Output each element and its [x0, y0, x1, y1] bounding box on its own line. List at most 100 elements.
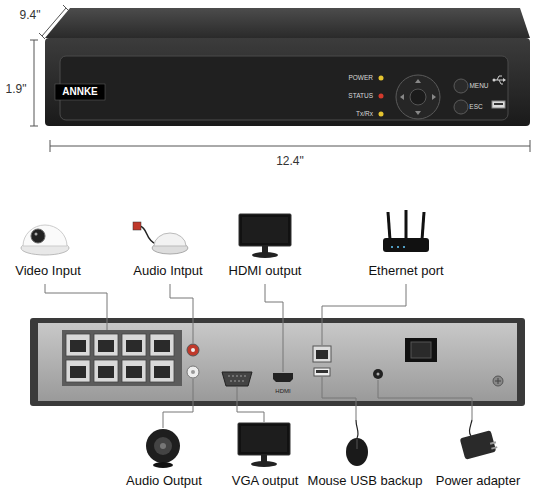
- dimension-line: [50, 146, 530, 147]
- recorder-front: [396, 75, 440, 119]
- dimension-line: [30, 40, 38, 41]
- microphone-icon: [154, 233, 186, 246]
- recorder-rear: [232, 375, 234, 377]
- dimension-line: [30, 5, 530, 152]
- recorder-front: [492, 101, 505, 108]
- recorder-rear: [316, 370, 328, 373]
- port-label: Mouse USB backup: [308, 473, 423, 488]
- router-icon: [391, 246, 393, 248]
- leader-line: [265, 284, 283, 372]
- leader-line: [170, 284, 193, 343]
- router-icon: [383, 210, 429, 252]
- dimension-line: [30, 126, 38, 127]
- recorder-rear: [191, 370, 195, 374]
- recorder-rear: [313, 346, 331, 362]
- recorder-front: [493, 79, 496, 82]
- dimension-label: 9.4": [20, 9, 41, 23]
- leader-line: [378, 380, 472, 420]
- recorder-front: [379, 76, 384, 81]
- recorder-rear: [94, 360, 118, 382]
- port-label: Power adapter: [436, 473, 521, 488]
- led-label: Tx/Rx: [356, 110, 373, 117]
- monitor-icon: [261, 455, 267, 462]
- recorder-rear: [122, 360, 146, 382]
- monitor-icon: [238, 423, 290, 455]
- dimension-label: 12.4": [276, 155, 304, 169]
- recorder-rear: [187, 366, 199, 378]
- recorder-front: [410, 89, 426, 105]
- recorder-front: [45, 8, 530, 126]
- recorder-front: [497, 76, 502, 80]
- dome-camera-icon: [21, 225, 69, 255]
- recorder-front: [415, 111, 421, 115]
- recorder-rear: [66, 360, 90, 382]
- recorder-front: [45, 8, 530, 38]
- dimension-line: [63, 5, 69, 11]
- recorder-rear: [236, 375, 238, 377]
- recorder-rear: [126, 340, 142, 352]
- button-label: MENU: [469, 82, 488, 89]
- microphone-icon: [133, 222, 141, 230]
- speaker-icon: [153, 462, 173, 468]
- leader-line: [163, 379, 193, 428]
- recorder-rear: [244, 375, 246, 377]
- port-label: Video Input: [15, 264, 81, 279]
- recorder-front: [379, 94, 384, 99]
- recorder-front: [432, 94, 436, 100]
- recorder-rear: [94, 334, 118, 356]
- recorder-rear: [150, 360, 174, 382]
- monitor-icon: [242, 217, 288, 243]
- port-label: Ethernet port: [368, 264, 443, 279]
- mouse-icon: [356, 420, 358, 438]
- recorder-rear: [230, 380, 232, 382]
- leader-line: [45, 284, 107, 330]
- recorder-rear: [238, 380, 240, 382]
- recorder-rear: [242, 380, 244, 382]
- recorder-rear: [66, 334, 174, 382]
- router-icon: [403, 246, 405, 248]
- recorder-rear: [187, 344, 199, 356]
- dome-camera-icon: [35, 233, 38, 236]
- recorder-front: [454, 100, 468, 114]
- port-label: Audio Output: [126, 473, 202, 488]
- power-adapter-icon: [490, 441, 496, 444]
- power-adapter-icon: [491, 446, 497, 449]
- dome-camera-icon: [23, 225, 67, 246]
- recorder-rear: [70, 340, 170, 378]
- leader-line: [322, 284, 406, 345]
- monitor-icon: [239, 214, 291, 258]
- recorder-rear: [126, 366, 142, 378]
- router-icon: [383, 238, 429, 252]
- mouse-icon: [357, 439, 358, 449]
- power-adapter-icon: [460, 420, 498, 460]
- recorder-rear: [373, 369, 383, 379]
- dimension-line: [39, 33, 45, 39]
- recorder-rear: [377, 373, 380, 376]
- recorder-front: [415, 79, 421, 83]
- dimension-line: [530, 140, 531, 152]
- recorder-rear: [314, 368, 330, 376]
- router-icon: [422, 212, 424, 240]
- recorder-rear: [191, 348, 195, 352]
- recorder-rear: [30, 318, 525, 406]
- monitor-icon: [251, 461, 277, 467]
- panel-marking: HDMI: [275, 388, 290, 395]
- recorder-front: [499, 80, 503, 84]
- port-label: HDMI output: [229, 264, 302, 279]
- recorder-rear: [234, 380, 236, 382]
- dimension-label: 1.9": [6, 83, 27, 97]
- monitor-icon: [241, 426, 287, 452]
- recorder-rear: [122, 334, 146, 356]
- dome-camera-icon: [31, 229, 45, 243]
- router-icon: [405, 210, 408, 240]
- led-label: POWER: [348, 74, 373, 81]
- monitor-icon: [238, 423, 290, 467]
- recorder-rear: [498, 378, 499, 384]
- recorder-rear: [62, 330, 182, 386]
- microphone-icon: [140, 226, 156, 244]
- power-adapter-icon: [469, 420, 472, 436]
- speaker-icon: [160, 443, 166, 449]
- leader-line: [237, 387, 264, 422]
- recorder-front: [60, 56, 508, 120]
